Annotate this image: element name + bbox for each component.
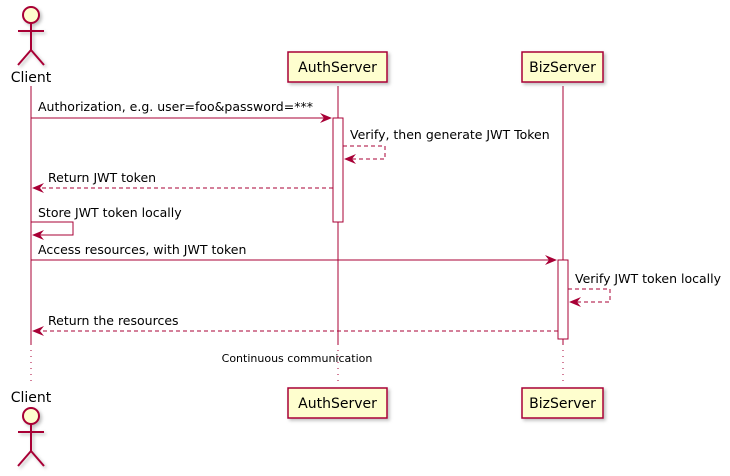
client-label-bottom: Client [11, 390, 52, 406]
message-label-1: Authorization, e.g. user=foo&password=**… [38, 99, 313, 114]
message-arrow-6 [568, 288, 611, 307]
auth-label-bottom: AuthServer [298, 396, 377, 412]
auth-label-top: AuthServer [298, 60, 377, 76]
actor-icon [22, 407, 40, 425]
client-actor-top [17, 6, 45, 66]
message-label-5: Access resources, with JWT token [38, 242, 246, 257]
biz-box-top: BizServer [521, 51, 604, 83]
biz-activation-bar [557, 259, 569, 340]
biz-label-bottom: BizServer [529, 396, 596, 412]
biz-box-bottom: BizServer [521, 387, 604, 419]
auth-box-bottom: AuthServer [287, 387, 388, 419]
actor-icon [22, 6, 40, 24]
auth-box-top: AuthServer [287, 51, 388, 83]
client-label-top: Client [11, 70, 52, 86]
message-label-3: Return JWT token [48, 170, 156, 185]
message-arrow-4 [31, 221, 74, 240]
client-actor-bottom [17, 407, 45, 467]
message-label-6: Verify JWT token locally [575, 271, 722, 286]
message-arrow-2 [343, 145, 386, 164]
divider-label: Continuous communication [222, 352, 373, 365]
auth-activation-bar [332, 117, 344, 223]
biz-label-top: BizServer [529, 60, 596, 76]
message-label-7: Return the resources [48, 313, 179, 328]
message-label-2: Verify, then generate JWT Token [350, 127, 550, 142]
message-label-4: Store JWT token locally [38, 205, 182, 220]
